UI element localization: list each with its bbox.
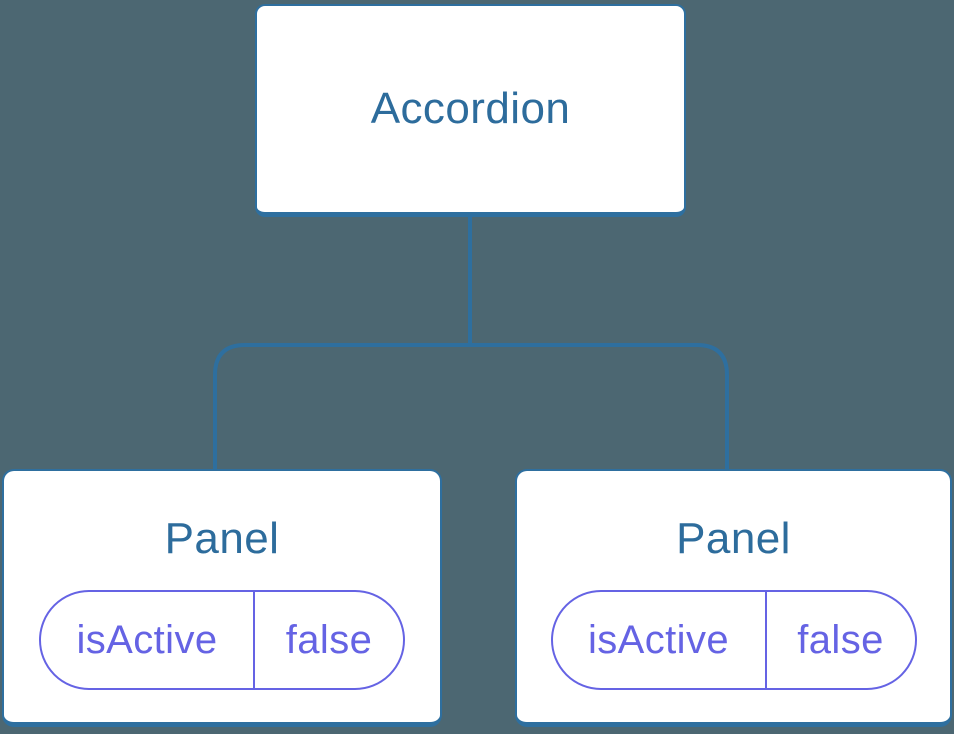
node-label-panel-left: Panel	[164, 514, 280, 563]
state-pill-left: isActive false	[39, 590, 405, 690]
connector-branches	[213, 343, 729, 470]
tree-node-panel-right: Panel isActive false	[515, 469, 952, 727]
state-key-right: isActive	[553, 592, 767, 688]
state-key-left: isActive	[41, 592, 255, 688]
tree-node-accordion: Accordion	[255, 4, 686, 217]
node-label-accordion: Accordion	[370, 84, 571, 133]
node-label-panel-right: Panel	[676, 514, 791, 563]
state-pill-right: isActive false	[550, 590, 917, 690]
state-value-right: false	[797, 617, 884, 662]
tree-node-panel-left: Panel isActive false	[2, 469, 442, 727]
state-value-left: false	[285, 617, 373, 662]
